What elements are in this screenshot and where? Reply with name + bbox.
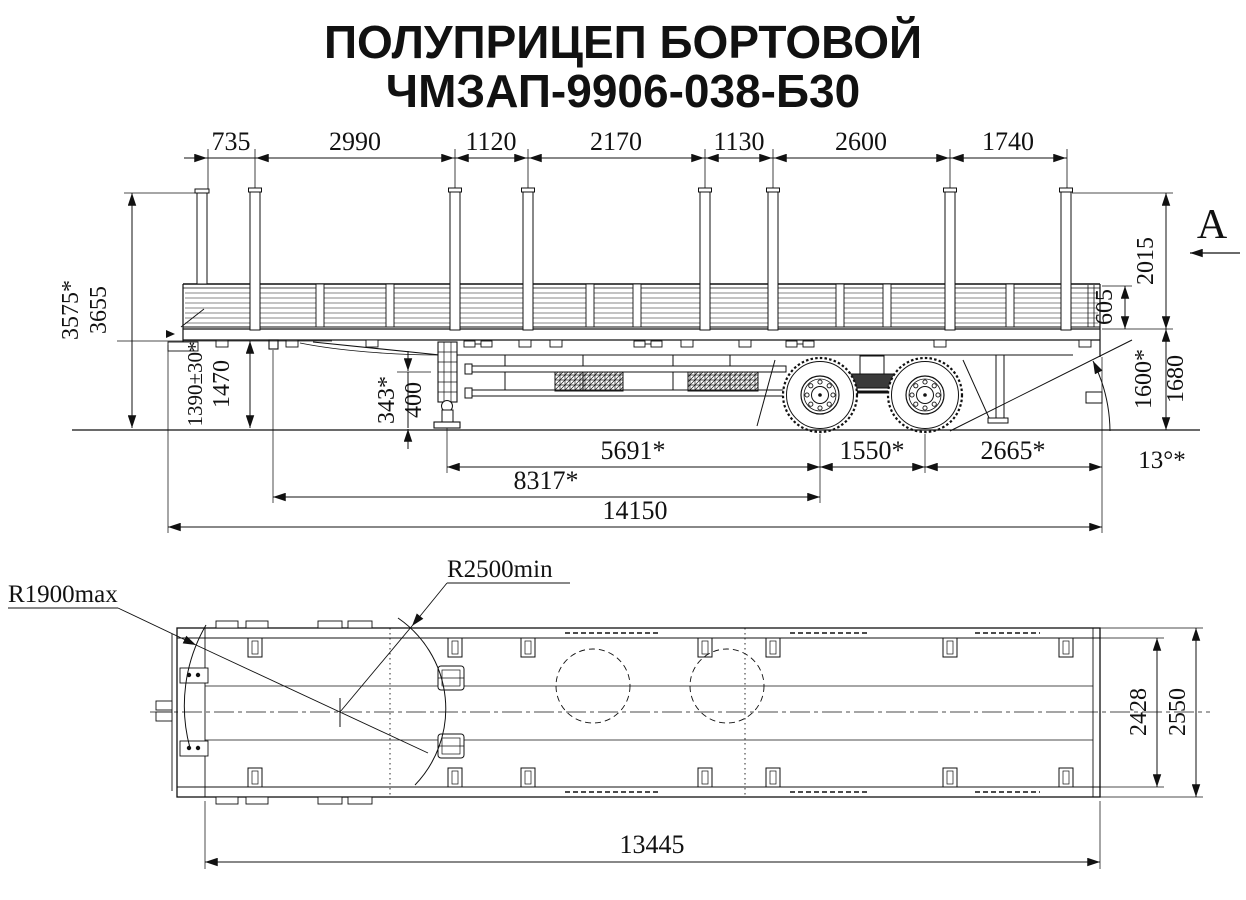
- wheel-rear: [886, 356, 964, 434]
- dim-fifth-wheel-height: 1470: [209, 360, 235, 408]
- board-dividers: [315, 283, 1015, 328]
- rear-swing-radius-label: R2500min: [447, 556, 553, 583]
- dim-overall-height: 3655: [86, 286, 112, 334]
- front-swing-arc: [183, 624, 207, 749]
- top-dimension-chain: 735 2990 1120 2170 1130 2600 1740: [184, 127, 1068, 190]
- mudflap-rear: [962, 359, 991, 421]
- rear-swing-arc: [397, 617, 447, 786]
- dim-overall-width: 2550: [1165, 688, 1191, 736]
- bogie-bracket: [859, 355, 885, 375]
- hinge-strips: [565, 632, 1040, 793]
- dim-kingpin-to-bogie: 8317*: [514, 466, 579, 495]
- dim-stake-spacing-2: 1120: [465, 127, 516, 156]
- wheel-clearance-circle-1: [555, 648, 631, 724]
- rear-lamp-bracket: [1085, 391, 1103, 404]
- platform-outline: [176, 627, 1101, 798]
- dim-dropside-height: 605: [1092, 289, 1118, 325]
- brake-hose: [299, 342, 439, 356]
- dim-stake-spacing-3: 2170: [590, 127, 642, 156]
- dim-departure-angle: 13°*: [1138, 447, 1186, 474]
- dim-overall-length: 14150: [603, 496, 668, 525]
- landing-gear: [433, 341, 461, 429]
- departure-angle-arc: [1092, 360, 1111, 432]
- side-guard-rails: [464, 355, 787, 399]
- rear-underride: [987, 355, 1103, 424]
- plan-dimensions: 2428 2550 13445: [204, 627, 1203, 869]
- wheel-front: [781, 356, 859, 434]
- dim-stake-spacing-5: 2600: [835, 127, 887, 156]
- dim-stake-spacing-1: 2990: [329, 127, 381, 156]
- dim-platform-inner-width: 2428: [1126, 688, 1152, 736]
- page-title: ПОЛУПРИЦЕП БОРТОВОЙ: [324, 16, 922, 68]
- view-a-marker: A: [1190, 202, 1240, 258]
- model-designation: ЧМЗАП-9906-038-Б30: [386, 65, 860, 117]
- dim-axle-base: 1550*: [840, 436, 905, 465]
- front-swing-radius-label: R1900max: [8, 581, 118, 608]
- right-dimensions: 2015 605 1600* 1680 13°* A: [1072, 192, 1240, 474]
- dim-support-clearance: 400: [401, 382, 427, 418]
- dim-front-overhang: 735: [212, 127, 251, 156]
- dim-support-clearance-min: 343*: [374, 376, 400, 424]
- dim-stake-spacing-4: 1130: [713, 127, 764, 156]
- dim-platform-length: 13445: [620, 830, 685, 859]
- title-block: ПОЛУПРИЦЕП БОРТОВОЙ ЧМЗАП-9906-038-Б30: [324, 16, 922, 117]
- stake-pockets: [247, 637, 1074, 788]
- dim-rear-frame-height-unladen: 1600*: [1131, 349, 1157, 409]
- dim-stake-height: 2015: [1133, 237, 1159, 285]
- toolbox-1: [554, 371, 624, 392]
- view-a-label: A: [1197, 202, 1228, 248]
- side-view: 735 2990 1120 2170 1130 2600 1740: [58, 127, 1240, 533]
- trailer-side-body: [166, 187, 1133, 434]
- wheel-clearance-circle-2: [689, 648, 765, 724]
- mudflap-front: [756, 359, 776, 427]
- dim-stake-spacing-6: 1740: [982, 127, 1034, 156]
- kingpin: [268, 339, 279, 350]
- departure-angle-line: [949, 339, 1133, 432]
- bottom-dimensions: 343* 400 5691* 1550* 2665* 8317* 14150: [167, 345, 1103, 533]
- landing-gear-pads: [437, 665, 465, 759]
- swing-radii: R1900max R2500min: [8, 556, 570, 786]
- dim-overall-height-unladen: 3575*: [58, 280, 84, 340]
- left-dimensions: 3575* 3655 1390±30* 1470: [58, 192, 332, 428]
- dim-fifth-wheel-height-unladen: 1390±30*: [183, 341, 207, 426]
- dim-support-to-bogie: 5691*: [601, 436, 666, 465]
- rail-fittings: [215, 620, 373, 805]
- toolbox-2: [687, 371, 759, 392]
- dim-rear-overhang: 2665*: [981, 436, 1046, 465]
- front-wedge-bracket: [166, 330, 175, 338]
- stakes: [248, 187, 1073, 331]
- plan-view: R1900max R2500min 2428 2550: [8, 556, 1210, 869]
- dim-rear-frame-height: 1680: [1163, 355, 1189, 403]
